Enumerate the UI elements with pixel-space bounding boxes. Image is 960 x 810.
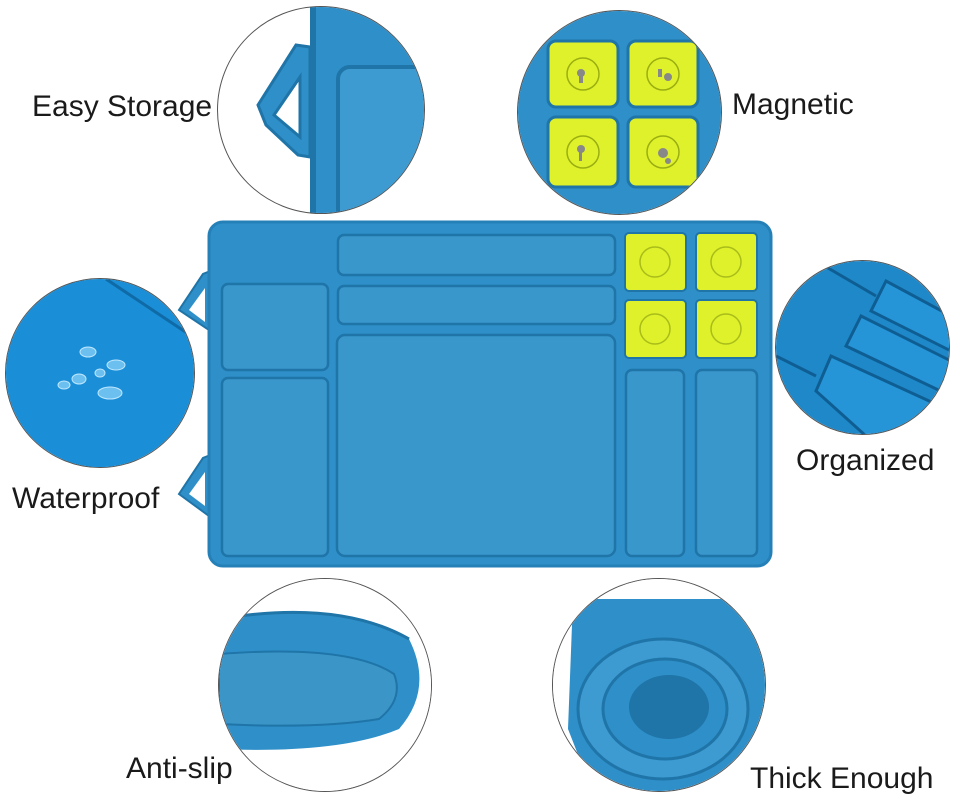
magnetic-squares-icon [518, 11, 721, 214]
roll-thickness-icon [553, 579, 765, 791]
magnetic-closeup [517, 10, 722, 215]
mat-illustration [177, 220, 773, 568]
organized-closeup [775, 260, 950, 435]
main-mat [175, 218, 775, 568]
label-waterproof: Waterproof [12, 482, 160, 515]
compartments-icon [776, 261, 949, 434]
label-anti-slip: Anti-slip [126, 752, 233, 785]
water-droplets-icon [6, 279, 194, 467]
easy-storage-closeup [217, 6, 425, 214]
label-magnetic: Magnetic [732, 88, 854, 121]
anti-slip-closeup [218, 578, 432, 792]
thick-enough-closeup [552, 578, 766, 792]
waterproof-closeup [5, 278, 195, 468]
rolled-mat-icon [219, 579, 431, 791]
label-thick-enough: Thick Enough [750, 762, 934, 795]
hanging-tab-icon [256, 7, 424, 213]
label-organized: Organized [796, 444, 935, 477]
label-easy-storage: Easy Storage [32, 90, 213, 123]
